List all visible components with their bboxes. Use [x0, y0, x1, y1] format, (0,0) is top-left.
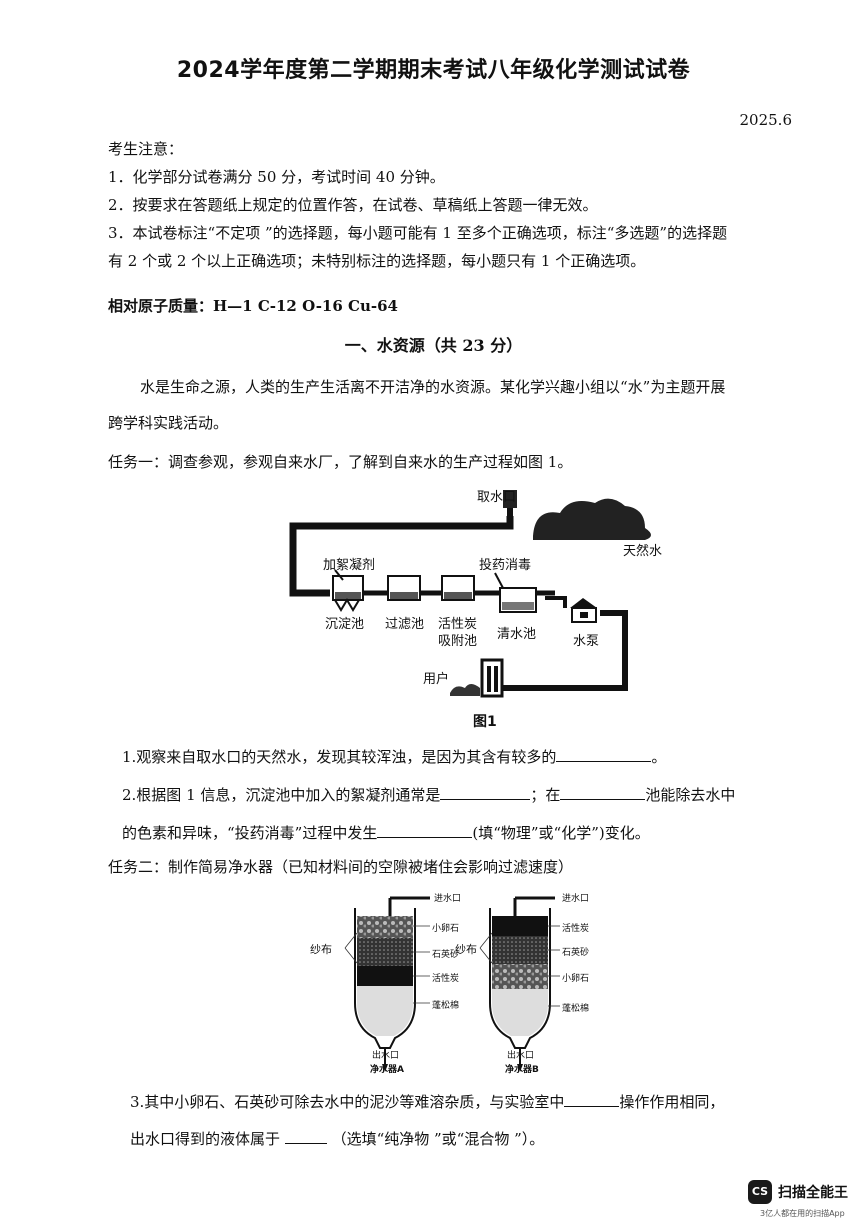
q3-blank-2[interactable]	[284, 1128, 327, 1144]
section-heading: 一、水资源（共 23 分）	[344, 336, 523, 355]
b-outlet: 出水口	[507, 1051, 535, 1061]
q2-blank-2[interactable]	[560, 784, 646, 800]
q1-blank[interactable]	[556, 746, 652, 762]
label-carbon-1: 活性炭	[438, 617, 478, 632]
a-inlet: 进水口	[434, 894, 462, 904]
user-buildings	[450, 658, 504, 698]
scanner-tagline: 3亿人都在用的扫描App	[760, 1209, 845, 1218]
q2-blank-3[interactable]	[377, 822, 473, 838]
question-2-line-1: 2.根据图 1 信息，沉淀池中加入的絮凝剂通常是 ；在 池能除去水中	[122, 784, 735, 805]
label-coagulant: 加絮凝剂	[323, 558, 376, 573]
notice-item-1: 1．化学部分试卷满分 50 分，考试时间 40 分钟。	[108, 168, 445, 186]
label-intake: 取水口	[477, 490, 517, 505]
q2-part4: 的色素和异味，“投药消毒”过程中发生	[122, 824, 378, 842]
a-layer-3: 活性炭	[432, 974, 460, 984]
figure-1: 取水口 天然水 加絮凝剂 投药消毒 沉淀池 过滤池 活性炭 吸附池 清水池 水泵…	[285, 488, 665, 708]
a-outlet: 出水口	[372, 1051, 400, 1061]
atomic-mass: 相对原子质量：H—1 C-12 O-16 Cu-64	[108, 297, 398, 315]
a-cloth: 纱布	[310, 943, 332, 956]
b-name: 净水器B	[505, 1065, 539, 1075]
q2-part3: 池能除去水中	[645, 786, 736, 804]
q1-text: 1.观察来自取水口的天然水，发现其较浑浊，是因为其含有较多的	[122, 748, 557, 766]
scanner-watermark: CS 扫描全能王 3亿人都在用的扫描App	[748, 1180, 858, 1222]
page-title: 2024学年度第二学期期末考试八年级化学测试试卷	[176, 58, 691, 83]
q2-part5: (填“物理”或“化学”)变化。	[472, 824, 650, 842]
notice-item-2: 2．按要求在答题纸上规定的位置作答，在试卷、草稿纸上答题一律无效。	[108, 196, 598, 214]
a-name: 净水器A	[370, 1065, 404, 1075]
q3-blank-1[interactable]	[564, 1091, 620, 1107]
q2-part1: 2.根据图 1 信息，沉淀池中加入的絮凝剂通常是	[122, 786, 441, 804]
b-layer-4: 蓬松棉	[562, 1004, 590, 1014]
q2-blank-1[interactable]	[440, 784, 531, 800]
carbon-tank	[441, 575, 475, 601]
question-1: 1.观察来自取水口的天然水，发现其较浑浊，是因为其含有较多的 。	[122, 746, 666, 767]
a-layer-2: 石英砂	[432, 950, 460, 960]
notice-heading: 考生注意：	[108, 140, 184, 158]
q3-part3: 出水口得到的液体属于	[130, 1130, 281, 1148]
purifier-a	[354, 896, 430, 1072]
q3-part4: （选填“纯净物 ”或“混合物 ”）。	[331, 1130, 545, 1148]
label-filter: 过滤池	[385, 617, 425, 632]
purifier-diagram	[344, 896, 560, 1072]
b-cloth: 纱布	[455, 943, 477, 956]
scanner-logo-icon: CS	[748, 1180, 772, 1204]
a-layer-4: 蓬松棉	[432, 1001, 460, 1011]
task1-text: 任务一：调查参观，参观自来水厂，了解到自来水的生产过程如图 1。	[108, 453, 573, 471]
purifier-b	[489, 896, 555, 1072]
natural-water-shape	[533, 498, 651, 540]
q3-part2: 操作作用相同，	[619, 1093, 725, 1111]
label-sediment: 沉淀池	[325, 617, 365, 632]
label-pump: 水泵	[573, 634, 600, 649]
clear-tank	[499, 587, 537, 613]
figure-1-caption: 图1	[473, 714, 497, 730]
intro-line-2: 跨学科实践活动。	[108, 414, 229, 432]
question-3-line-2: 出水口得到的液体属于 （选填“纯净物 ”或“混合物 ”）。	[130, 1128, 544, 1149]
b-layer-1: 活性炭	[562, 924, 590, 934]
q1-end: 。	[651, 748, 667, 766]
sediment-tank	[332, 575, 364, 612]
label-clear: 清水池	[497, 627, 537, 642]
notice-item-3-cont: 有 2 个或 2 个以上正确选项；未特别标注的选择题，每小题只有 1 个正确选项…	[108, 252, 646, 270]
pump-house	[570, 598, 597, 623]
intro-line-1: 水是生命之源，人类的生产生活离不开洁净的水资源。某化学兴趣小组以“水”为主题开展	[140, 378, 726, 396]
label-user: 用户	[423, 672, 450, 687]
question-3-line-1: 3.其中小卵石、石英砂可除去水中的泥沙等难溶杂质，与实验室中 操作作用相同，	[130, 1091, 724, 1112]
intake-marker	[503, 490, 517, 508]
b-inlet: 进水口	[562, 894, 590, 904]
q2-part2: ；在	[530, 786, 561, 804]
figure-2: 进水口 纱布 小卵石 石英砂 活性炭 蓬松棉 出水口 净水器A 进水口 纱布 活…	[310, 888, 610, 1078]
scanner-name: 扫描全能王	[778, 1185, 848, 1201]
filter-tank	[387, 575, 421, 601]
exam-date: 2025.6	[739, 111, 793, 129]
q3-part1: 3.其中小卵石、石英砂可除去水中的泥沙等难溶杂质，与实验室中	[130, 1093, 565, 1111]
label-natural-water: 天然水	[623, 544, 663, 559]
b-layer-3: 小卵石	[562, 974, 590, 984]
water-plant-diagram	[289, 490, 651, 698]
label-carbon-2: 吸附池	[438, 634, 478, 649]
question-2-line-2: 的色素和异味，“投药消毒”过程中发生 (填“物理”或“化学”)变化。	[122, 822, 650, 843]
label-disinfect: 投药消毒	[479, 558, 532, 573]
notice-item-3: 3．本试卷标注“不定项 ”的选择题，每小题可能有 1 至多个正确选项，标注“多选…	[108, 224, 728, 242]
task2-text: 任务二：制作简易净水器（已知材料间的空隙被堵住会影响过滤速度）	[108, 858, 574, 876]
a-layer-1: 小卵石	[432, 924, 460, 934]
b-layer-2: 石英砂	[562, 948, 590, 958]
